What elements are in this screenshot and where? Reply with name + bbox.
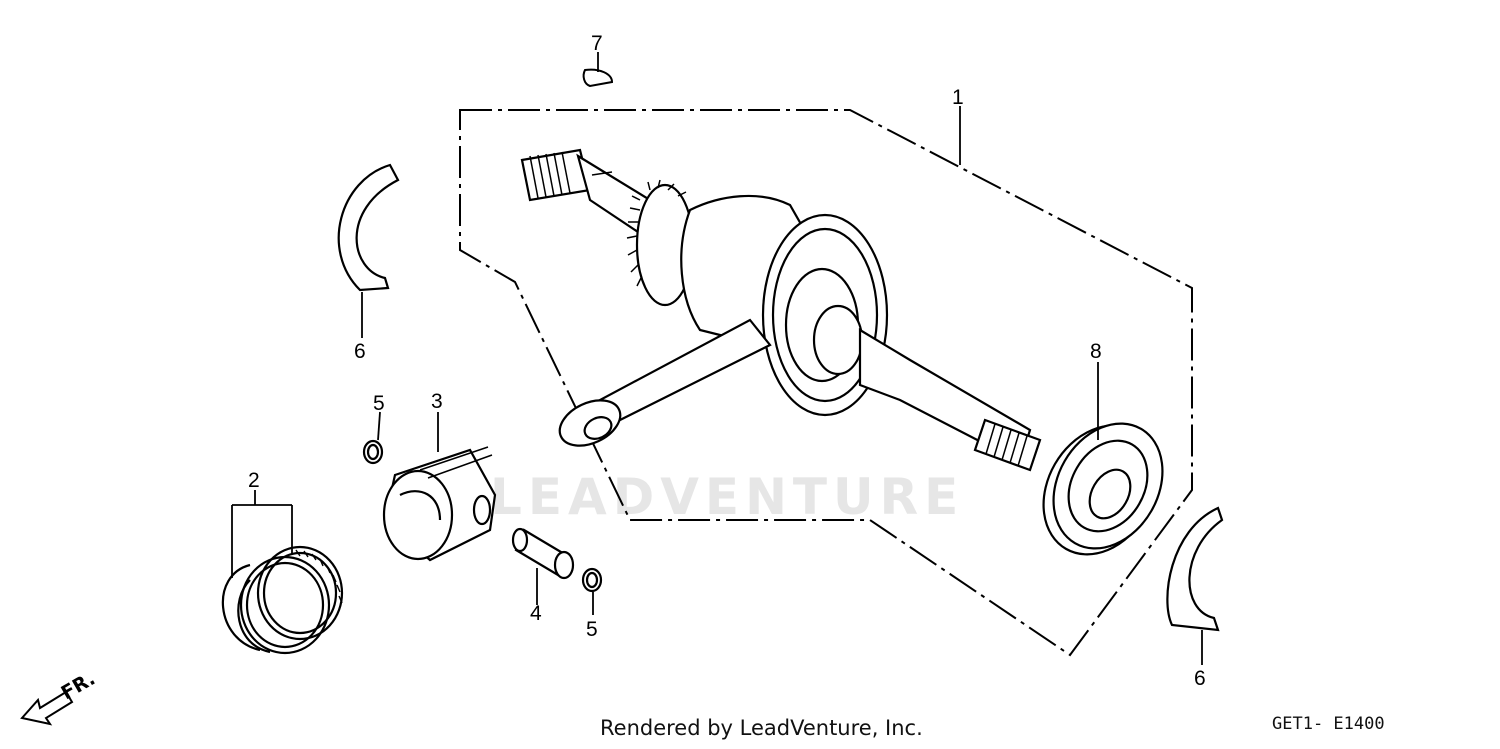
crankshaft[interactable]: [520, 148, 1042, 472]
callout-7: 7: [591, 32, 603, 55]
callout-8: 8: [1090, 340, 1102, 363]
callout-5-lower: 5: [586, 618, 598, 641]
woodruff-key[interactable]: [582, 68, 614, 88]
callout-6-left: 6: [354, 340, 366, 363]
piston[interactable]: [382, 446, 497, 562]
piston-rings[interactable]: [221, 545, 344, 655]
callout-2: 2: [248, 469, 260, 492]
callout-1: 1: [952, 86, 964, 109]
callout-5-upper: 5: [373, 392, 385, 415]
piston-pin-clip-lower[interactable]: [581, 567, 603, 593]
bearing[interactable]: [1021, 404, 1184, 575]
callout-6-right: 6: [1194, 667, 1206, 690]
rendered-by-footer: Rendered by LeadVenture, Inc.: [600, 716, 923, 740]
front-direction-arrow-icon: FR.: [20, 668, 99, 726]
piston-pin-clip-upper[interactable]: [362, 439, 384, 465]
callout-4: 4: [530, 602, 542, 625]
callout-3: 3: [431, 390, 443, 413]
piston-pin[interactable]: [511, 527, 575, 580]
crankshaft-assembly-outline: [459, 109, 1193, 657]
circlip-right[interactable]: [1166, 506, 1224, 632]
leadventure-watermark: LEADVENTURE: [490, 468, 965, 526]
diagram-code: GET1- E1400: [1272, 714, 1385, 734]
leader-lines: [231, 52, 1203, 665]
circlip-left[interactable]: [337, 163, 400, 292]
